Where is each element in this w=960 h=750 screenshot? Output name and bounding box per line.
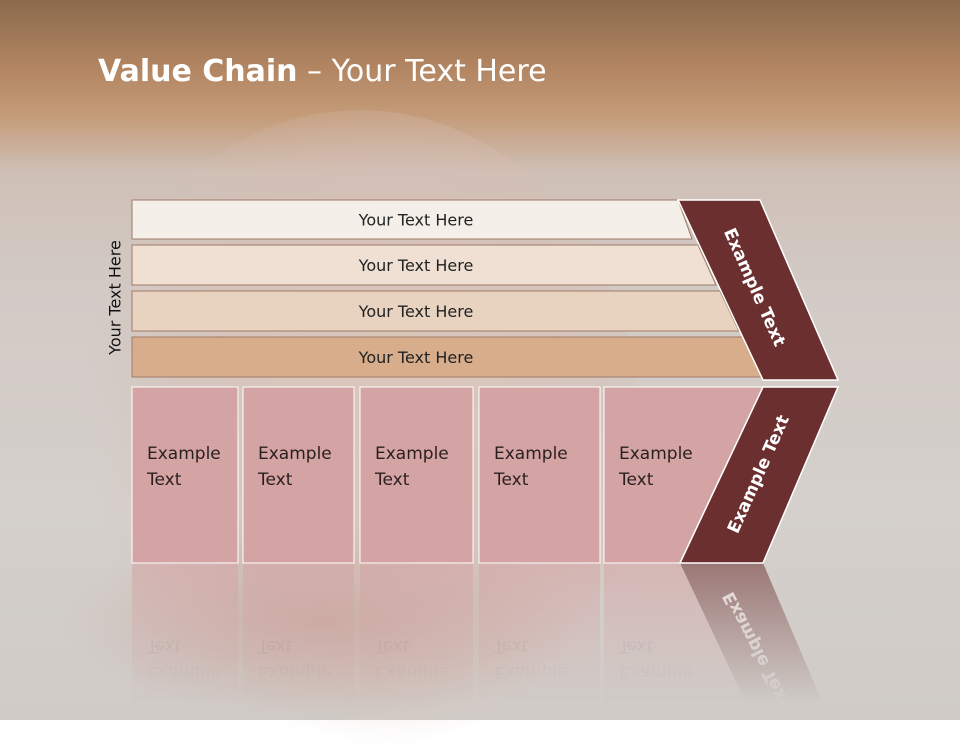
reflection-line1: Example [147, 662, 221, 682]
primary-activity-box-2 [242, 386, 355, 564]
primary-activity-line2: Text [618, 470, 654, 490]
support-row-label: Your Text Here [358, 302, 474, 321]
support-row-3 [131, 290, 740, 332]
margin-arrow-upper [676, 199, 840, 381]
reflection-line1: Example [375, 662, 449, 682]
primary-activity-line1: Example [258, 444, 332, 464]
title-rest: – Your Text Here [297, 54, 547, 89]
reflection-line2: Text [146, 636, 182, 656]
primary-activity-line1: Example [147, 444, 221, 464]
reflection-line1: Example [494, 662, 568, 682]
reflection-box [479, 563, 600, 720]
primary-activity-line1: Example [619, 444, 693, 464]
primary-activity-line1: Example [494, 444, 568, 464]
primary-activity-box-1 [131, 386, 239, 564]
reflection-line2: Text [618, 636, 654, 656]
title-bold: Value Chain [98, 54, 298, 89]
primary-activity-line2: Text [257, 470, 293, 490]
primary-activity-line2: Text [493, 470, 529, 490]
support-row-2 [131, 244, 717, 286]
primary-activity-line1: Example [375, 444, 449, 464]
support-row-1 [131, 199, 693, 240]
reflection-line1: Example [619, 662, 693, 682]
reflection-line2: Text [493, 636, 529, 656]
reflection-boxes [132, 563, 755, 720]
reflection-line2: Text [257, 636, 293, 656]
reflection-box [243, 563, 354, 720]
reflection-line2: Text [374, 636, 410, 656]
primary-activity-box-3 [359, 386, 474, 564]
margin-arrow-lower [678, 386, 840, 564]
primary-activity-box-4 [478, 386, 601, 564]
support-row-label: Your Text Here [358, 256, 474, 275]
support-row-label: Your Text Here [358, 348, 474, 367]
slide-title: Value Chain – Your Text Here [98, 54, 547, 89]
support-row-label: Your Text Here [358, 211, 474, 230]
value-chain-diagram: ExampleTextExampleTextExampleTextExample… [131, 199, 840, 720]
primary-activity-line2: Text [146, 470, 182, 490]
reflection-line1: Example [258, 662, 332, 682]
reflection-box [604, 563, 755, 720]
primary-activity-line2: Text [374, 470, 410, 490]
reflection-box [132, 563, 238, 720]
reflection-lower-arrow [680, 563, 830, 720]
reflection-box [360, 563, 473, 720]
